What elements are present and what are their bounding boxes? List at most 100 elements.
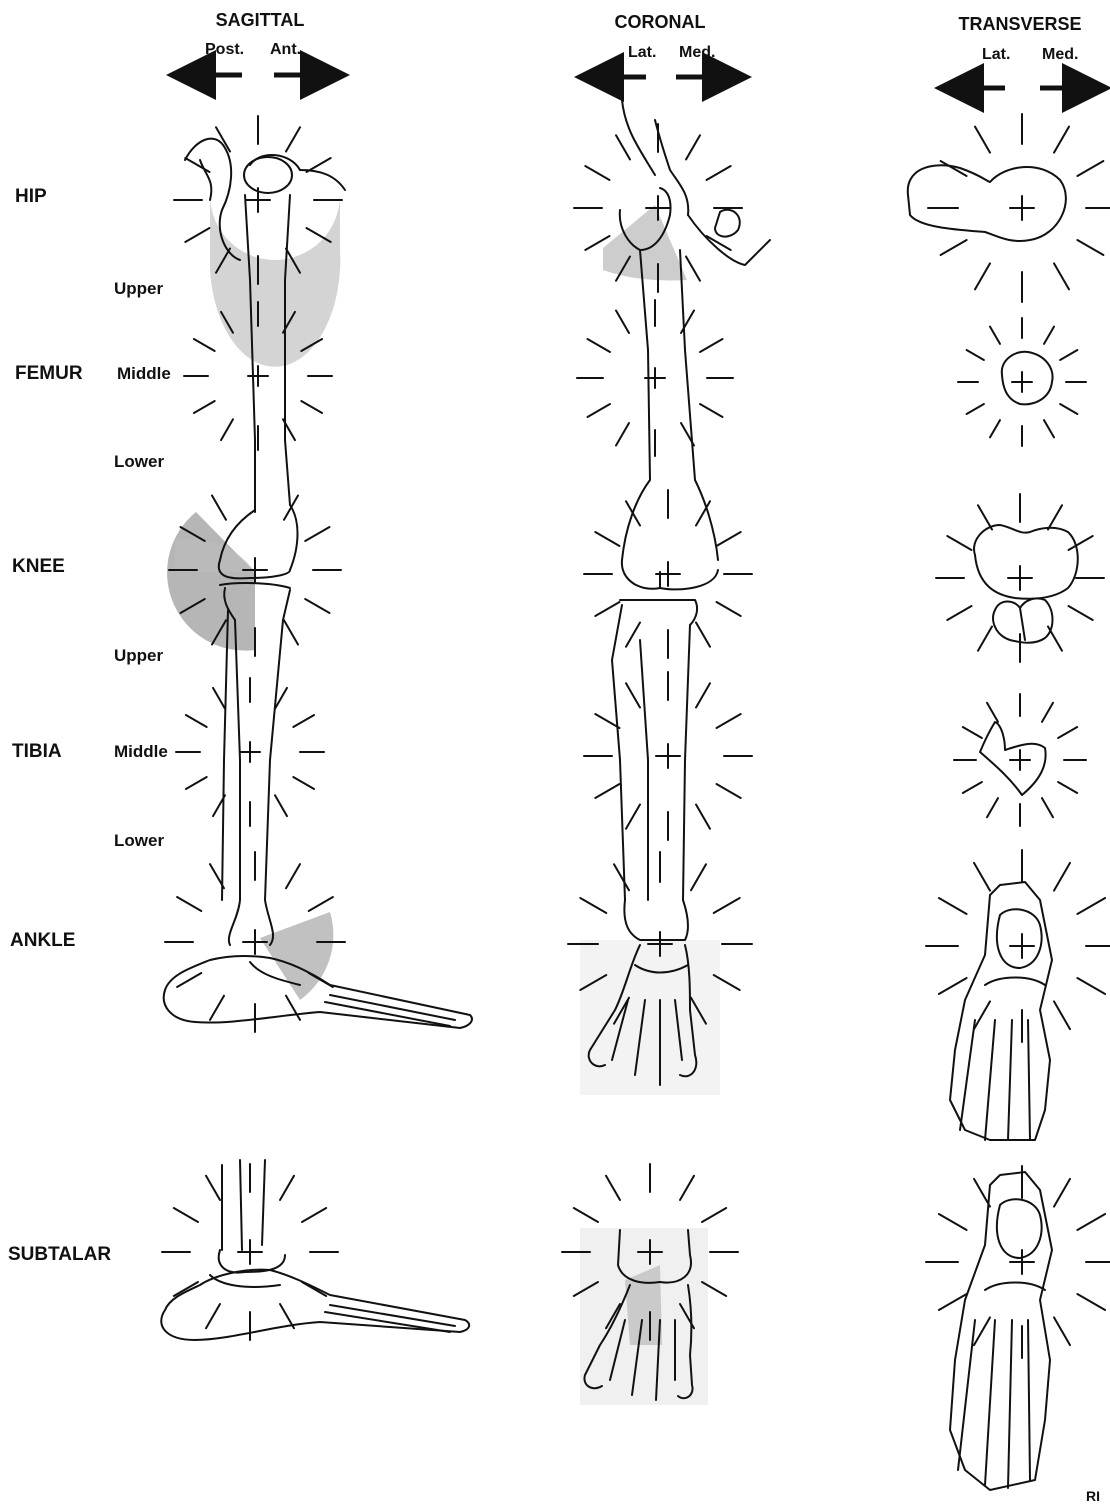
ray-line [212, 496, 226, 520]
ray-line [941, 240, 967, 255]
ray-line [585, 166, 609, 180]
ray-line [221, 419, 233, 440]
motion-burst [165, 852, 345, 1032]
ray-line [691, 864, 706, 890]
ray-line [275, 795, 287, 816]
ray-line [990, 327, 1000, 344]
ray-line [614, 864, 629, 890]
ray-line [974, 1001, 990, 1029]
ray-line [1054, 127, 1069, 153]
ray-line [588, 404, 611, 417]
ray-line [717, 532, 741, 546]
ray-line [177, 897, 201, 911]
ray-line [1058, 782, 1077, 793]
ray-line [174, 1208, 198, 1222]
ray-line [574, 1208, 598, 1222]
ray-line [1044, 420, 1054, 437]
ray-line [700, 339, 723, 352]
transverse-subtalar-foot [950, 1172, 1052, 1490]
ray-line [967, 350, 984, 360]
ray-line [1054, 863, 1070, 891]
coronal-ankle-bg [580, 940, 720, 1095]
ray-line [293, 715, 314, 727]
ray-line [206, 1176, 220, 1200]
ray-line [696, 805, 710, 829]
ray-line [1042, 703, 1053, 722]
sagittal-subtalar-foot [161, 1160, 469, 1340]
motion-burst [926, 850, 1110, 1042]
ray-line [301, 401, 322, 413]
motion-burst [928, 114, 1110, 302]
ray-line [284, 620, 298, 644]
ray-line [302, 1282, 326, 1296]
ray-line [1054, 1001, 1070, 1029]
ray-line [1054, 1317, 1070, 1345]
ray-line [206, 1304, 220, 1328]
ray-line [286, 127, 300, 151]
ray-line [616, 423, 629, 446]
ray-line [978, 505, 992, 529]
ray-line [696, 683, 710, 707]
ray-line [309, 897, 333, 911]
ray-line [939, 1294, 967, 1310]
ray-line [595, 532, 619, 546]
motion-burst [584, 490, 752, 658]
ray-line [1077, 161, 1103, 176]
ray-line [987, 703, 998, 722]
ray-line [1060, 404, 1077, 414]
ray-line [186, 715, 207, 727]
ray-line [1048, 505, 1062, 529]
ray-line [194, 339, 215, 351]
ray-line [990, 420, 1000, 437]
ray-line [194, 401, 215, 413]
ray-line [1077, 978, 1105, 994]
ray-line [616, 311, 629, 334]
ray-line [302, 1208, 326, 1222]
ray-line [626, 623, 640, 647]
ray-line [210, 996, 224, 1020]
ray-line [1060, 350, 1077, 360]
ray-line [626, 683, 640, 707]
ray-line [963, 782, 982, 793]
motion-burst [176, 678, 324, 826]
ray-line [307, 158, 331, 172]
ray-line [595, 784, 619, 798]
ray-line [939, 1214, 967, 1230]
ray-line [974, 1179, 990, 1207]
ray-line [588, 339, 611, 352]
ray-line [595, 602, 619, 616]
ray-line [939, 898, 967, 914]
ray-line [185, 158, 209, 172]
ray-line [186, 777, 207, 789]
ray-line [606, 1176, 620, 1200]
motion-burst [574, 124, 742, 292]
motion-burst [926, 1166, 1110, 1358]
ray-line [975, 263, 990, 289]
ray-line [1048, 627, 1062, 651]
ray-line [702, 1208, 726, 1222]
transverse-femur-section [1002, 352, 1053, 405]
ray-line [174, 1282, 198, 1296]
ray-line [963, 727, 982, 738]
transverse-knee-section [974, 525, 1078, 643]
ray-line [717, 714, 741, 728]
motion-burst [954, 694, 1086, 826]
ray-line [1054, 1179, 1070, 1207]
transverse-ankle-foot [950, 882, 1052, 1140]
ray-line [280, 1176, 294, 1200]
ray-line [1077, 1294, 1105, 1310]
transverse-hip-section [908, 165, 1066, 241]
ray-line [975, 127, 990, 153]
motion-burst [584, 672, 752, 840]
motion-burst [958, 318, 1086, 446]
ray-line [1042, 798, 1053, 817]
transverse-tibia-section [980, 722, 1046, 795]
ray-line [1069, 606, 1093, 620]
ray-line [714, 898, 740, 913]
ray-line [305, 599, 329, 613]
motion-burst [162, 1164, 338, 1340]
ray-line [939, 978, 967, 994]
ray-line [686, 257, 700, 281]
ray-line [280, 1304, 294, 1328]
ray-line [974, 1317, 990, 1345]
